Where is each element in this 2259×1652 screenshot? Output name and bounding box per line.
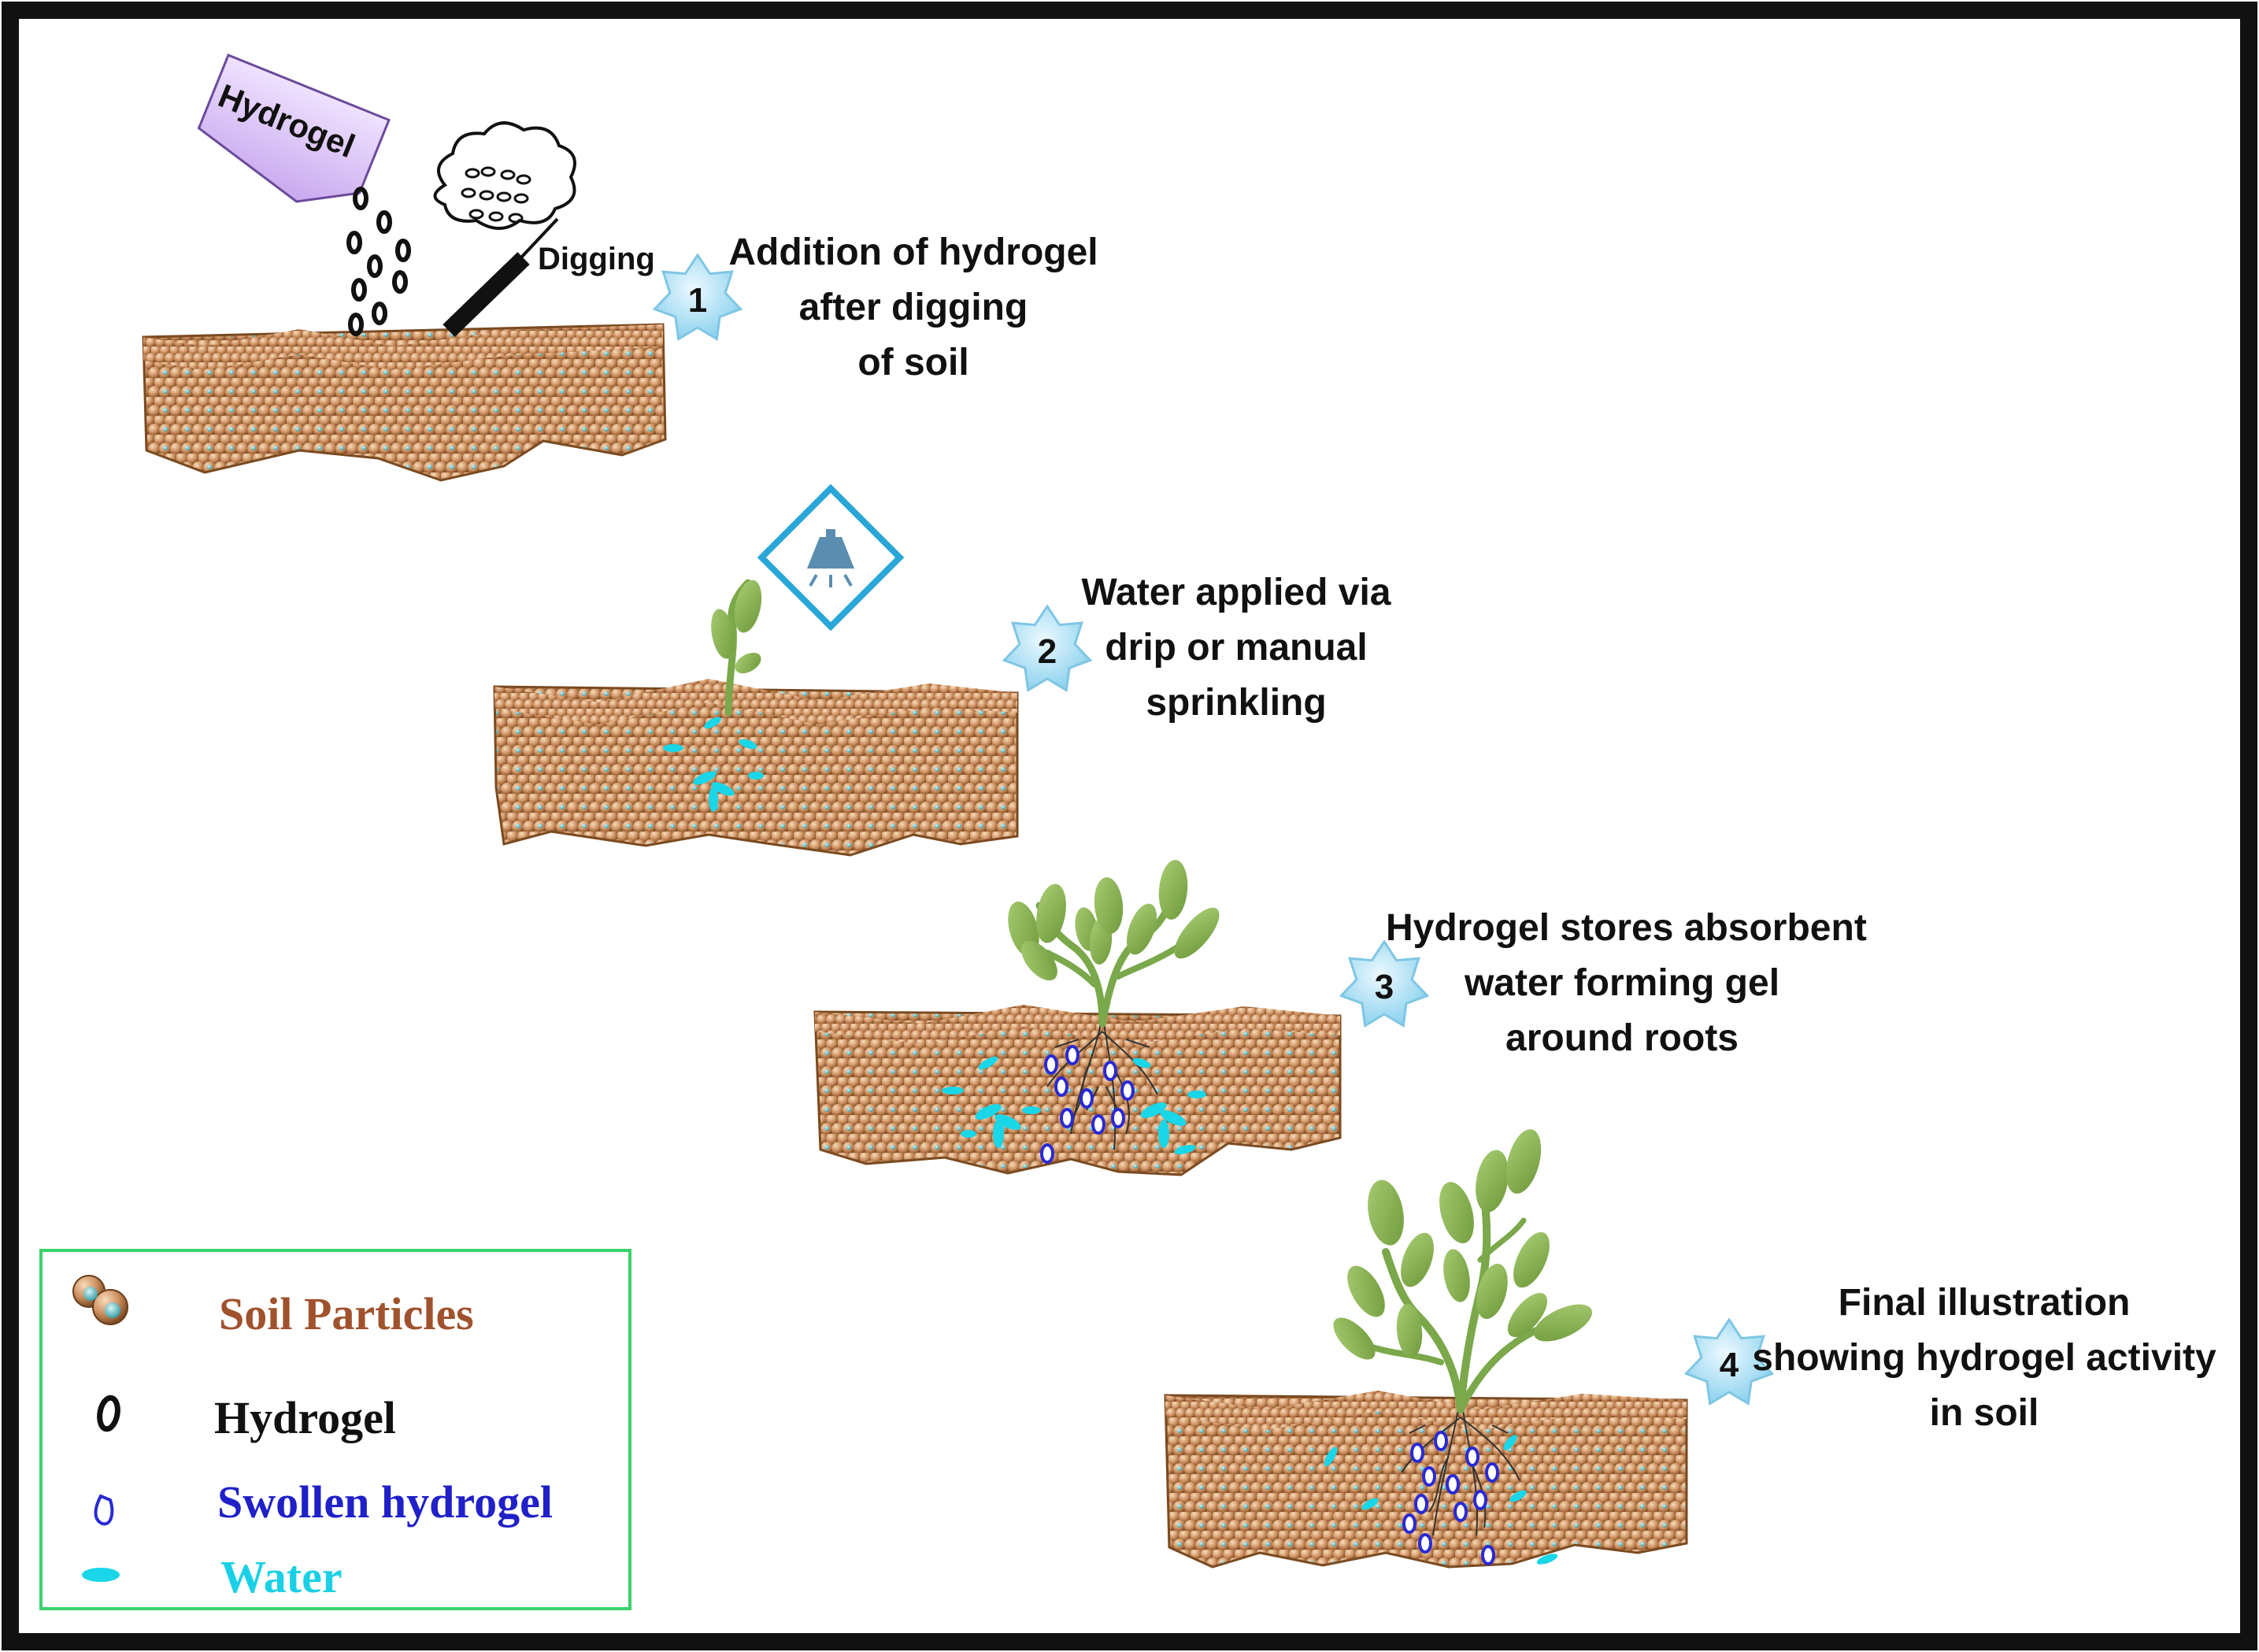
plant-4 <box>1333 1129 1593 1413</box>
hydrogel-tag: Hydrogel <box>197 54 391 203</box>
step-3-badge: 3 <box>1339 939 1430 1028</box>
step-1-badge: 1 <box>652 253 743 341</box>
hydrogel-legend-icon <box>97 1395 120 1432</box>
legend: Soil Particles Hydrogel Swollen hydrogel… <box>39 1249 631 1610</box>
dug-soil-cloud-icon <box>433 121 576 230</box>
step-badges: 1 2 3 4 <box>652 253 1775 1406</box>
step-1-description: Addition of hydrogel after digging of so… <box>724 225 1102 391</box>
step-4-line-2: showing hydrogel activity <box>1752 1337 2216 1379</box>
water-droplets-2 <box>663 717 764 812</box>
step-2-description: Water applied via drip or manual sprinkl… <box>1063 565 1409 731</box>
sprinkler-sign-icon <box>757 483 905 632</box>
step-2-line-3: sprinkling <box>1146 682 1327 724</box>
step-1-illustration: Hydrogel Digging <box>142 54 667 482</box>
step-1-line-1: Addition of hydrogel <box>728 232 1098 273</box>
legend-swollen-label: Swollen hydrogel <box>217 1476 553 1528</box>
swollen-hydrogel-4 <box>1402 1431 1499 1565</box>
step-3-illustration <box>813 860 1342 1176</box>
step-1-line-2: after digging <box>798 287 1028 328</box>
step-2-badge: 2 <box>1002 604 1093 692</box>
soil-block-1 <box>142 323 667 482</box>
soil-particles-icon <box>72 1275 128 1325</box>
step-2-line-2: drip or manual <box>1105 627 1368 669</box>
step-2-number: 2 <box>1038 632 1057 671</box>
soil-block-3 <box>813 1005 1342 1176</box>
roots-4 <box>1401 1409 1520 1536</box>
swollen-hydrogel-3 <box>1040 1045 1135 1164</box>
step-3-number: 3 <box>1375 968 1394 1006</box>
legend-soil-label: Soil Particles <box>219 1288 474 1339</box>
star-icon <box>1683 1317 1775 1406</box>
water-droplets-4 <box>1324 1435 1558 1565</box>
star-icon <box>1002 604 1093 692</box>
digging-label: Digging <box>538 242 655 276</box>
plant-3 <box>1008 860 1220 1028</box>
star-icon <box>652 253 743 341</box>
digging-tool-icon <box>443 217 559 337</box>
legend-water-label: Water <box>220 1551 343 1602</box>
step-2-line-1: Water applied via <box>1081 572 1391 613</box>
step-4-badge: 4 <box>1683 1317 1775 1406</box>
step-2-illustration <box>493 483 1019 857</box>
step-3-description: Hydrogel stores absorbent water forming … <box>1386 901 1867 1066</box>
step-3-line-1: Hydrogel stores absorbent <box>1386 907 1867 949</box>
step-4-line-3: in soil <box>1929 1392 2039 1434</box>
step-3-line-3: around roots <box>1505 1017 1739 1059</box>
step-4-line-1: Final illustration <box>1838 1282 2131 1324</box>
hydrogel-granules <box>346 187 411 336</box>
step-1-line-3: of soil <box>857 342 969 383</box>
step-4-illustration <box>1164 1129 1688 1569</box>
soil-block-2 <box>493 679 1019 857</box>
water-legend-icon <box>82 1568 120 1582</box>
seedling <box>711 579 762 717</box>
step-4-description: Final illustration showing hydrogel acti… <box>1748 1276 2220 1441</box>
step-4-number: 4 <box>1720 1346 1739 1384</box>
legend-hydrogel-label: Hydrogel <box>214 1392 396 1443</box>
water-droplets-3 <box>942 1056 1206 1155</box>
legend-box <box>39 1249 631 1610</box>
swollen-hydrogel-legend-icon <box>94 1494 114 1526</box>
step-3-line-2: water forming gel <box>1464 962 1780 1004</box>
step-1-number: 1 <box>688 281 707 320</box>
star-icon <box>1339 939 1430 1028</box>
